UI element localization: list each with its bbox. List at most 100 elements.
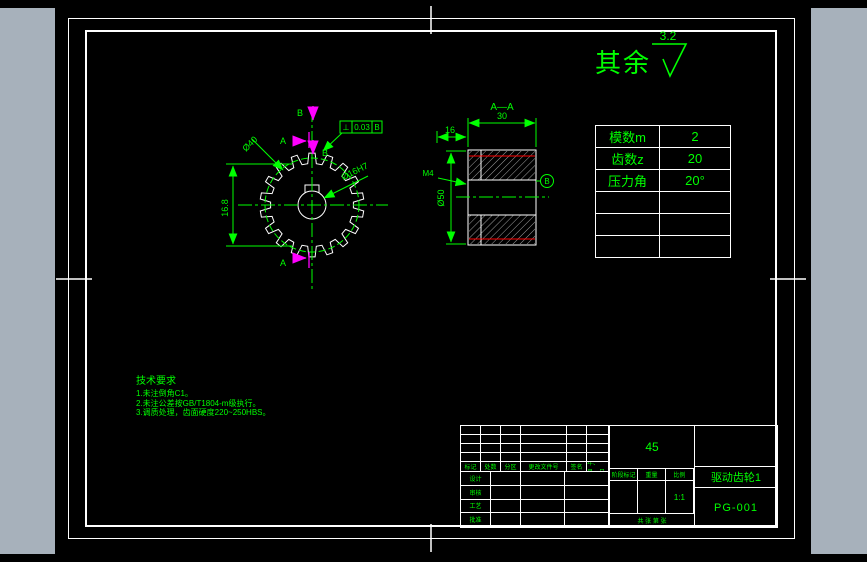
param-value: 20: [659, 147, 731, 170]
middle-label-row: 阶段标记 重量 比例: [610, 469, 694, 481]
sign-cell: [565, 485, 609, 500]
gear-parameter-table: 模数m 2 齿数z 20 压力角 20°: [595, 125, 731, 258]
rev-cell: [587, 435, 609, 444]
rev-cell: [567, 444, 587, 453]
sign-cell: [521, 513, 565, 527]
param-label-empty: [595, 191, 660, 214]
section-hatch-bottom: [469, 215, 535, 244]
sign-cell: [565, 499, 609, 514]
revision-empty-rows: [461, 426, 609, 462]
title-block-middle: 45 阶段标记 重量 比例 1:1 共 张 第 张: [609, 426, 694, 527]
keyway-red-lines: [469, 155, 535, 240]
sign-cell: [565, 513, 609, 527]
mid-value: [610, 481, 638, 514]
param-row-empty: [595, 213, 731, 236]
rev-header: 分区: [501, 462, 521, 472]
rev-header: 更改文件号: [521, 462, 567, 472]
section-cut-marks: A A B B: [280, 106, 328, 268]
rev-cell: [567, 426, 587, 435]
title-block: 标记 处数 分区 更改文件号 签名 年、月、日 设计 审核 工艺 批准 45 阶…: [460, 425, 778, 528]
middle-value-row: 1:1: [610, 481, 694, 514]
rev-cell: [461, 444, 481, 453]
param-value-empty: [659, 191, 731, 214]
dim-width-label: 30: [497, 111, 507, 121]
scale-value: 1:1: [665, 481, 694, 514]
dim-width-extensions: [467, 118, 537, 147]
tech-req-line: 2.未注公差按GB/T1804-m级执行。: [136, 398, 261, 408]
section-view-title: A—A: [490, 102, 514, 113]
mid-value: [637, 481, 666, 514]
surface-roughness-note: 其余 3.2: [595, 29, 688, 78]
param-row-empty: [595, 235, 731, 258]
section-a-letter-bottom: A: [280, 258, 286, 268]
sign-cell: [491, 513, 521, 527]
rev-cell: [481, 435, 501, 444]
tech-req-line: 3.调质处理，齿面硬度220~250HBS。: [136, 408, 271, 418]
gear-tooth-profile: [259, 152, 365, 258]
sign-cell: [491, 472, 521, 486]
fcf-symbol: ⊥: [343, 123, 350, 132]
roughness-value: 3.2: [660, 29, 677, 43]
fcf-dividers: [351, 121, 373, 133]
section-internal-lines: [468, 150, 536, 245]
sheet-count-note: 共 张 第 张: [637, 519, 667, 525]
rev-cell: [501, 426, 521, 435]
rev-header: 标记: [461, 462, 481, 472]
rev-cell: [461, 453, 481, 462]
dim-span-label: 16.8: [220, 199, 230, 217]
section-hatch-top: [469, 151, 535, 180]
viewer-left-margin: [0, 8, 55, 554]
sign-cell: [521, 472, 565, 486]
viewer-right-margin: [811, 8, 867, 554]
sign-label: 设计: [461, 472, 491, 486]
mid-label: 比例: [665, 469, 694, 481]
sign-label: 工艺: [461, 499, 491, 514]
dim-hub-label: 16: [445, 125, 455, 135]
sign-cell: [491, 485, 521, 500]
dim-bore-leader: [323, 175, 369, 199]
rev-cell: [521, 453, 567, 462]
centering-marks: [56, 6, 806, 552]
section-b-letter-bottom: B: [322, 148, 328, 158]
company-cell: [695, 426, 777, 467]
dim-outer-extensions: [446, 150, 466, 245]
rev-cell: [501, 453, 521, 462]
rev-header: 处数: [481, 462, 501, 472]
rev-cell: [521, 435, 567, 444]
dim-span-extensions: [226, 163, 292, 247]
material-cell: 45: [610, 426, 694, 469]
section-b-letter-top: B: [297, 108, 303, 118]
rev-header: 年、月、日: [587, 462, 609, 472]
rev-cell: [461, 426, 481, 435]
param-value-empty: [659, 213, 731, 236]
param-row-empty: [595, 191, 731, 214]
rev-cell: [567, 435, 587, 444]
rev-cell: [587, 453, 609, 462]
title-block-revision-area: 标记 处数 分区 更改文件号 签名 年、月、日 设计 审核 工艺 批准: [461, 426, 609, 527]
revision-header-row: 标记 处数 分区 更改文件号 签名 年、月、日: [461, 462, 609, 472]
rev-cell: [481, 453, 501, 462]
param-row: 模数m 2: [595, 125, 731, 148]
param-label: 齿数z: [595, 147, 660, 170]
param-row: 压力角 20°: [595, 169, 731, 192]
rev-cell: [587, 444, 609, 453]
surface-note-text: 其余: [595, 48, 651, 78]
rev-cell: [481, 444, 501, 453]
param-value: 20°: [659, 169, 731, 192]
param-label-empty: [595, 235, 660, 258]
title-block-right: 驱动齿轮1 PG-001: [694, 426, 777, 527]
dim-tip-leader: [251, 138, 284, 171]
param-value: 2: [659, 125, 731, 148]
gear-front-view: [238, 108, 388, 292]
part-name: 驱动齿轮1: [695, 467, 777, 488]
sign-cell: [521, 485, 565, 500]
tech-req-line: 1.未注倒角C1。: [136, 389, 193, 398]
sign-cell: [491, 499, 521, 514]
feature-control-frame: [339, 120, 383, 134]
sign-label: 批准: [461, 513, 491, 527]
rev-cell: [567, 453, 587, 462]
mid-label: 重量: [637, 469, 666, 481]
rev-cell: [521, 444, 567, 453]
gear-centerlines: [238, 108, 388, 292]
